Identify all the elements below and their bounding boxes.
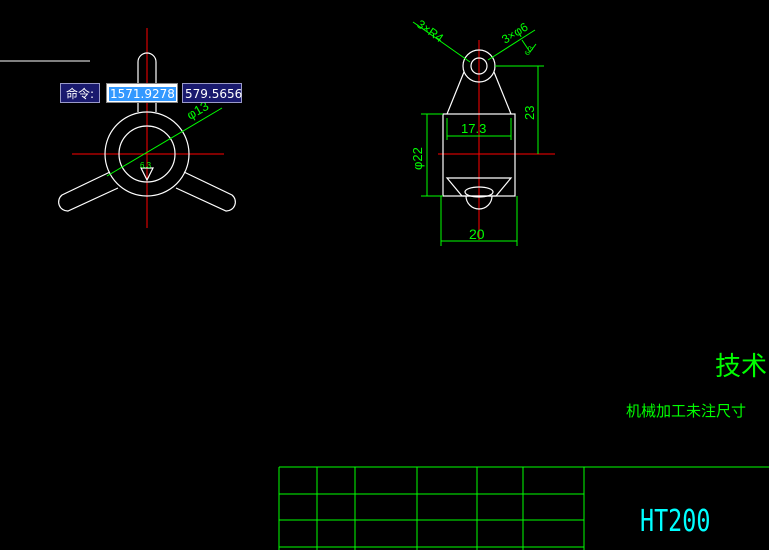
holes-leader bbox=[487, 29, 536, 61]
bottom-hole bbox=[464, 186, 494, 198]
dim-roughness-text: 6.3 bbox=[524, 45, 535, 57]
coordinate-x-input[interactable]: 1571.9278 bbox=[106, 83, 178, 103]
lug-right-edge bbox=[493, 71, 512, 115]
front-dim-small: 6.3 bbox=[140, 161, 152, 170]
coordinate-x-value: 1571.9278 bbox=[109, 87, 176, 101]
roughness-mark bbox=[140, 167, 154, 182]
bottom-funnel bbox=[445, 177, 513, 197]
dim-width-inner-text: 17.3 bbox=[461, 121, 486, 136]
outer-ring bbox=[104, 111, 190, 197]
command-label: 命令: bbox=[60, 83, 100, 103]
side-view bbox=[438, 40, 555, 240]
material-label: HT200 bbox=[640, 504, 711, 539]
diameter-leader bbox=[106, 107, 223, 177]
side-dimensions bbox=[412, 21, 544, 246]
dim-diameter-text: φ22 bbox=[410, 147, 425, 170]
coordinate-y-input[interactable]: 579.5656 bbox=[182, 83, 242, 103]
dim-width-text: 20 bbox=[469, 226, 485, 242]
top-arm bbox=[137, 52, 157, 112]
bottom-lug bbox=[465, 195, 493, 210]
dim-fillet-text: 3×R4 bbox=[414, 17, 446, 45]
fillet-leader bbox=[412, 21, 471, 63]
left-arm bbox=[58, 171, 119, 212]
lug-left-edge bbox=[446, 71, 465, 115]
technical-requirements-title: 技术 bbox=[715, 352, 768, 382]
right-arm bbox=[175, 171, 236, 212]
roughness-symbol bbox=[521, 39, 537, 53]
dim-height-text: 23 bbox=[522, 106, 537, 120]
front-view bbox=[58, 28, 236, 228]
inner-ring bbox=[118, 125, 176, 183]
lug-hole bbox=[470, 57, 488, 75]
title-block bbox=[278, 466, 769, 550]
technical-requirements-note: 机械加工未注尺寸 bbox=[626, 402, 747, 420]
